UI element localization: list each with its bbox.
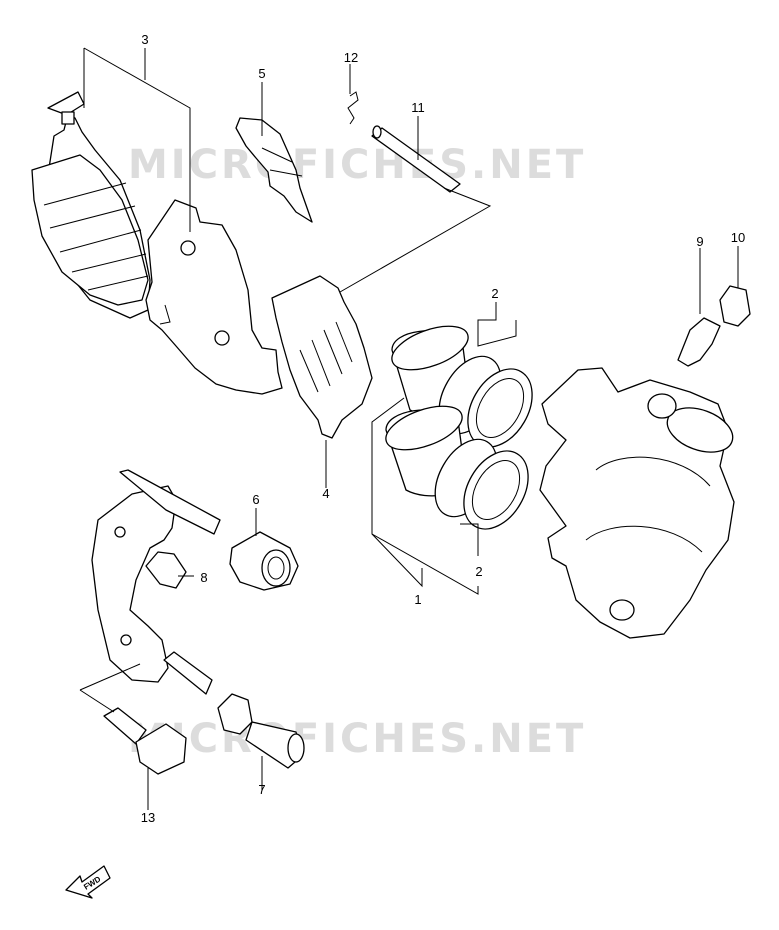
brake-pad-front <box>31 91 151 319</box>
pad-pin <box>371 125 461 193</box>
piston-seal-upper <box>438 355 533 448</box>
callout-6: 6 <box>252 492 259 507</box>
callout-1: 1 <box>414 592 421 607</box>
piston-seal-lower <box>434 438 529 530</box>
forward-direction-arrow: FWD <box>65 865 111 899</box>
bleeder-valve <box>677 317 721 367</box>
callout-11: 11 <box>411 100 425 115</box>
callout-2-bottom: 2 <box>475 564 482 579</box>
pad-spring <box>235 117 313 223</box>
callout-7: 7 <box>258 782 265 797</box>
callout-5: 5 <box>258 66 265 81</box>
mounting-bolt <box>103 707 187 775</box>
leader-lines <box>79 47 739 810</box>
caliper-body <box>539 367 735 639</box>
callout-8: 8 <box>200 570 207 585</box>
callout-10: 10 <box>731 230 745 245</box>
callout-12: 12 <box>344 50 358 65</box>
callout-13: 13 <box>141 810 155 825</box>
slide-pin <box>217 693 305 769</box>
pin-clip <box>347 91 359 125</box>
brake-pad-rear <box>145 199 283 395</box>
pad-shim <box>271 275 373 439</box>
bracket-retainer <box>145 551 187 589</box>
caliper-bracket <box>91 469 221 695</box>
callout-2-top: 2 <box>491 286 498 301</box>
slide-pin-boot <box>229 531 299 591</box>
bleeder-cap <box>719 285 751 327</box>
callout-4: 4 <box>322 486 329 501</box>
callout-9: 9 <box>696 234 703 249</box>
watermark-bottom: MICROFICHES.NET <box>128 716 586 762</box>
callout-3: 3 <box>141 32 148 47</box>
watermark-top: MICROFICHES.NET <box>128 142 586 188</box>
